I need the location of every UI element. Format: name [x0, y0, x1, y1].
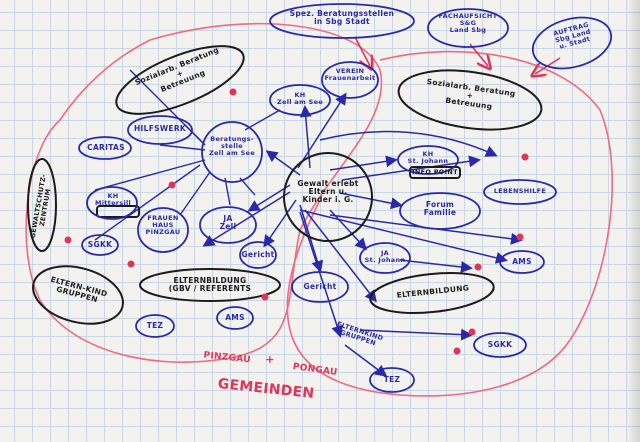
pongau-boundary — [286, 50, 613, 397]
node-caritas: CARITAS — [87, 143, 125, 152]
node-forum-familie: Forum Familie — [423, 200, 457, 217]
node-frauenhaus: FRAUEN HAUS PINZGAU — [145, 214, 181, 236]
node-kh-mittersill: KH Mittersill — [94, 192, 132, 207]
outline-forum — [399, 192, 481, 230]
outline-ams-left — [216, 306, 254, 330]
center-title: Gewalt erlebt Eltern u. Kinder i. G. — [297, 179, 359, 204]
outline-tez-right — [369, 367, 415, 393]
node-tez-left: TEZ — [146, 321, 164, 330]
node-hilfswerk: HILFSWERK — [133, 124, 187, 133]
outline-sozialarbeit-left — [115, 45, 245, 115]
outline-sozialarbeit-right — [397, 69, 543, 131]
outline-sgkk-left — [81, 234, 119, 256]
node-verein: VEREIN Frauenarbeit — [324, 67, 376, 82]
note-spez-beratung: Spez. Beratungsstellen in Sbg Stadt — [289, 9, 395, 26]
outline-elternbildung-right — [369, 272, 495, 314]
outline-sgkk-right — [473, 332, 527, 358]
node-beratungsstelle: Beratungs- stelle Zell am See — [208, 135, 256, 157]
outline-elternkind-left — [32, 265, 124, 325]
node-gericht-left: Gericht — [241, 250, 275, 259]
node-sgkk-right: SGKK — [487, 340, 513, 349]
outline-hilfswerk — [127, 115, 193, 145]
outline-beratungsstelle — [201, 121, 263, 183]
outline-frauenhaus — [137, 207, 189, 253]
outline-verein — [321, 61, 379, 99]
outline-ja-st-johann — [359, 242, 411, 274]
outline-gewaltschutz — [27, 158, 57, 252]
node-ja-st-johann: JA St. Johann — [364, 249, 406, 264]
node-lebenshilfe: LEBENSHILFE — [493, 187, 547, 195]
node-kh-st-johann: KH St. Johann — [407, 150, 449, 165]
outline-gericht-left — [239, 241, 277, 269]
outline-ams-right — [499, 250, 545, 274]
outline-kh-zell — [269, 84, 331, 116]
node-gericht-right: Gericht — [303, 282, 337, 291]
outline-tez-left — [135, 314, 175, 338]
node-info-point: INFO POINT — [412, 168, 458, 176]
outline-lebenshilfe — [483, 179, 557, 205]
outline-kh-st-johann — [397, 145, 459, 175]
outline-auftrag — [531, 16, 613, 70]
outline-spez — [269, 3, 415, 39]
node-tez-right: TEZ — [383, 375, 401, 384]
outline-elternbildung-left — [139, 268, 281, 302]
outline-gericht-right — [291, 271, 349, 303]
node-kh-zell: KH Zell am See — [276, 91, 324, 106]
outline-caritas — [78, 136, 132, 160]
node-ams-left: AMS — [225, 313, 245, 322]
outline-kh-mittersill — [86, 186, 138, 220]
node-elternbildung-left: ELTERNBILDUNG (GBV / REFERENTS — [168, 276, 252, 293]
arrow-spez — [354, 36, 370, 66]
node-ja-zell: JA Zell — [219, 214, 237, 231]
node-sgkk-left: SGKK — [87, 240, 113, 249]
node-ams-right: AMS — [512, 257, 532, 266]
outline-center — [283, 152, 373, 242]
label-plus: + — [265, 353, 275, 366]
note-fachaufsicht: FACHAUFSICHT S&G Land Sbg — [438, 12, 498, 34]
outline-fachaufsicht — [427, 8, 509, 48]
outline-ja-zell — [199, 206, 257, 244]
